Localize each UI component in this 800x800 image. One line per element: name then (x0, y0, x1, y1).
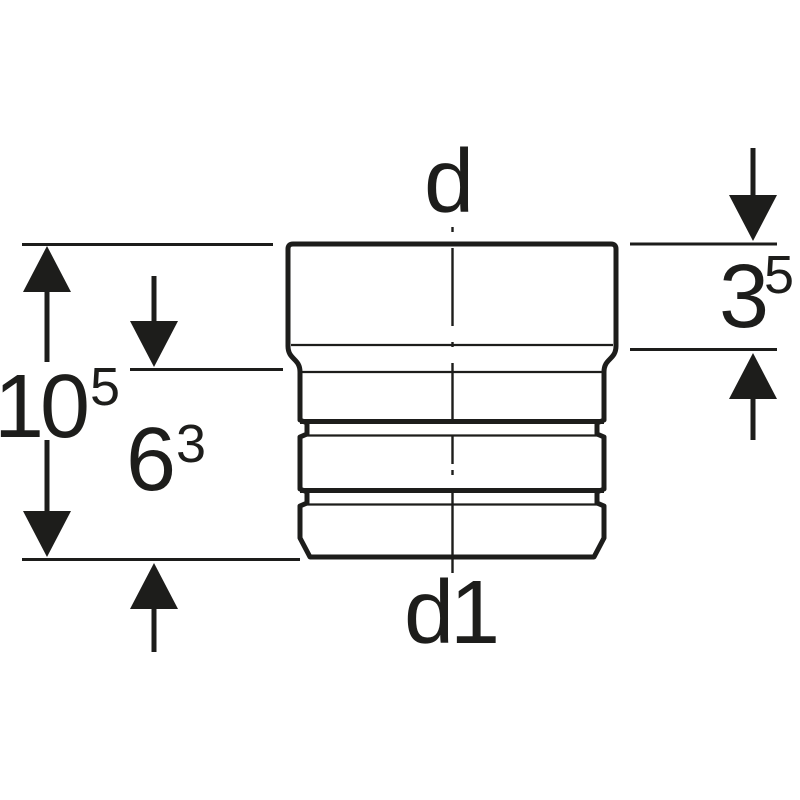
socket-depth-down-arrowhead (729, 195, 777, 241)
socket-depth-up-arrowhead (729, 353, 777, 399)
fitting-outline (285, 241, 619, 560)
overall-height-value: 10 (0, 357, 87, 457)
socket-depth-value: 3 (719, 247, 769, 347)
dimension-overall-height: 10 5 (0, 243, 300, 561)
lower-section-down-arrowhead (130, 321, 178, 367)
socket-depth-superscript: 5 (764, 245, 794, 305)
top-diameter-label: d (424, 132, 474, 232)
lower-section-value: 6 (126, 410, 176, 510)
dimension-socket-depth: 3 5 (630, 148, 794, 440)
overall-height-superscript: 5 (90, 357, 120, 417)
overall-down-arrowhead (23, 511, 71, 557)
lower-section-superscript: 3 (176, 414, 206, 474)
overall-up-arrowhead (23, 246, 71, 292)
lower-section-up-arrowhead (130, 563, 178, 609)
bottom-diameter-label: d1 (404, 563, 496, 663)
dimension-lower-section: 6 3 (126, 276, 283, 652)
